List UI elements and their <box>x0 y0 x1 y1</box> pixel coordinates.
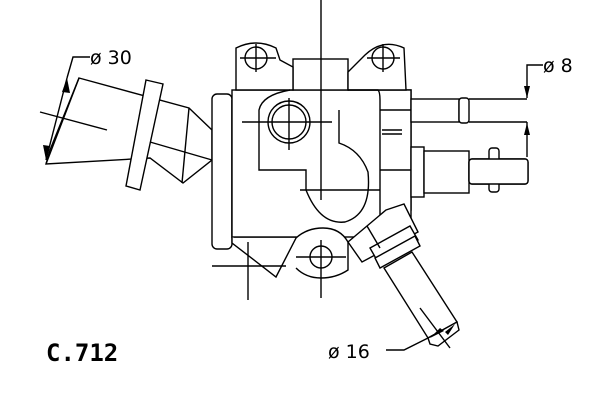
bottom-mounting-lug <box>212 227 349 300</box>
dimension-inlet: ø 30 <box>43 47 132 161</box>
housing-body <box>211 0 412 250</box>
inlet-pipe <box>39 77 213 191</box>
dimension-label-small-port: ø 8 <box>543 55 573 77</box>
right-ports <box>410 97 529 198</box>
dimension-small-port: ø 8 <box>469 55 573 157</box>
dimension-label-inlet: ø 30 <box>90 47 132 69</box>
dimension-angled-port: ø 16 <box>328 337 429 363</box>
angled-outlet-pipe <box>347 203 460 349</box>
dimension-label-angled-port: ø 16 <box>328 341 370 363</box>
part-code: C.712 <box>46 339 118 367</box>
